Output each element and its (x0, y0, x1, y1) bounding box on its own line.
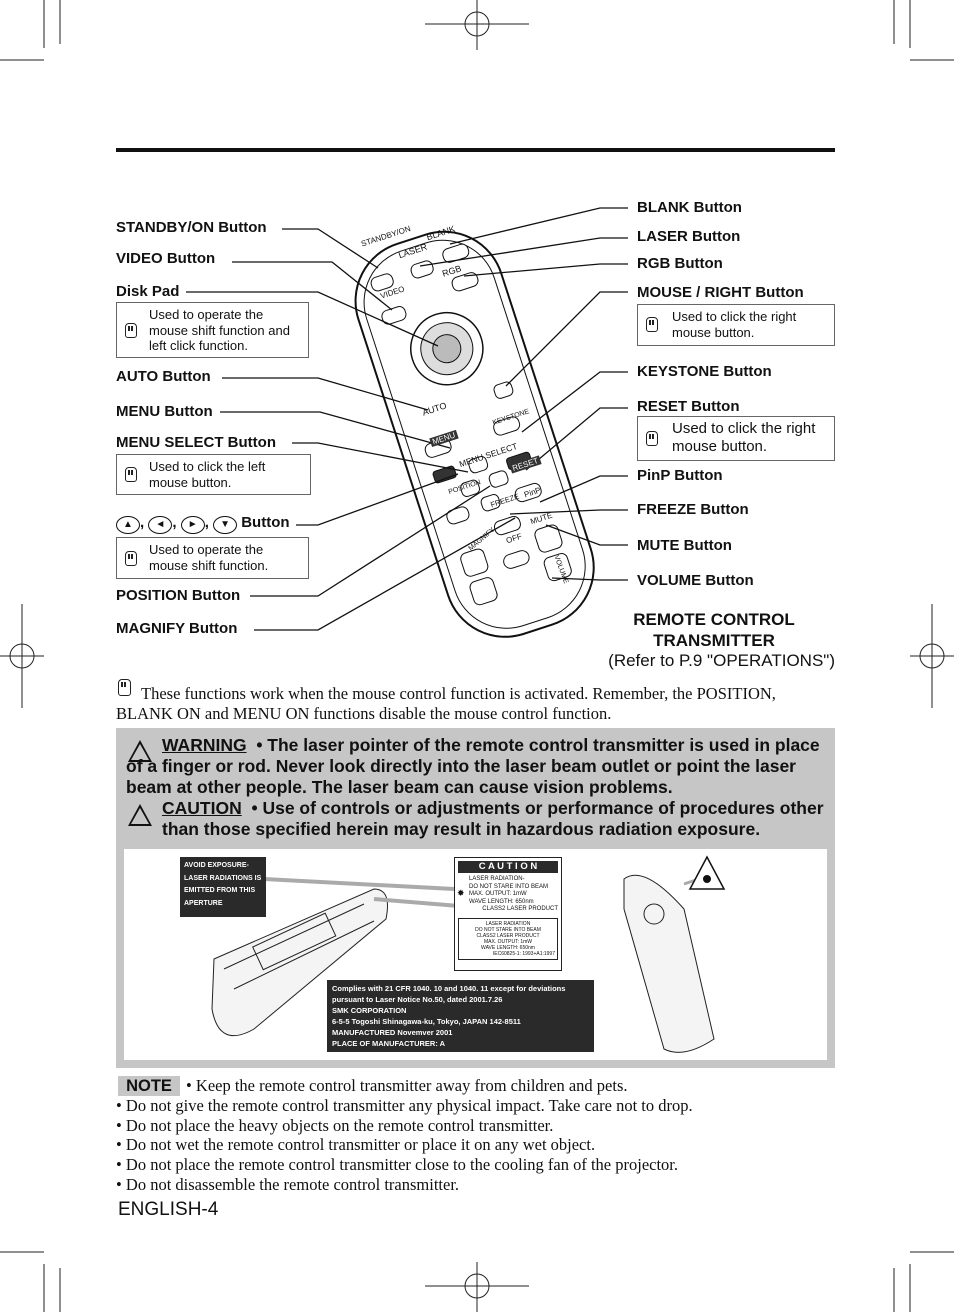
header-rule (116, 148, 835, 152)
note-item: • Keep the remote control transmitter aw… (186, 1076, 628, 1095)
remote-back-drawing (211, 855, 726, 1053)
caution-sticker-lines: ✸ LASER RADIATION- DO NOT STARE INTO BEA… (455, 876, 561, 914)
mouse-right-note: Used to click the right mouse button. (637, 304, 835, 346)
sticker-line: MAX. OUTPUT: 1mW (469, 891, 527, 897)
label-position-button: POSITION Button (116, 587, 241, 604)
remote-illustration (186, 207, 628, 638)
mouse-icon (125, 467, 137, 482)
label-menu-button: MENU Button (116, 403, 213, 420)
compliance-line: SMK CORPORATION (332, 1006, 407, 1015)
aperture-warning-label: AVOID EXPOSURE- LASER RADIATIONS IS EMIT… (180, 857, 266, 917)
label-mute-button: MUTE Button (637, 537, 732, 554)
label-illustration-panel: AVOID EXPOSURE- LASER RADIATIONS IS EMIT… (124, 849, 827, 1060)
compliance-line: pursuant to Laser Notice No.50, dated 20… (332, 995, 503, 1004)
sticker-line: CLASS2 LASER PRODUCT (482, 906, 558, 912)
arrow-down-icon: ▼ (213, 516, 238, 534)
mouse-icon (125, 551, 137, 566)
compliance-line: Complies with 21 CFR 1040. 10 and 1040. … (332, 984, 566, 993)
label-volume-button: VOLUME Button (637, 572, 754, 589)
arrow-buttons-text: Button (241, 514, 290, 531)
label-disk-pad: Disk Pad (116, 283, 180, 300)
caution-title: CAUTION (162, 798, 242, 818)
label-blank-button: BLANK Button (637, 199, 742, 216)
arrow-right-icon: ► (180, 516, 205, 534)
note-item: • Do not place the heavy objects on the … (116, 1116, 554, 1135)
disk-pad-note: Used to operate the mouse shift function… (116, 302, 309, 358)
reset-note: Used to click the right mouse button. (637, 416, 835, 461)
warning-text: WARNING • The laser pointer of the remot… (126, 735, 826, 798)
caution-sticker-inner: LASER RADIATION DO NOT STARE INTO BEAM C… (458, 917, 558, 960)
mouse-icon (646, 431, 658, 446)
label-mouse-right-button: MOUSE / RIGHT Button (637, 284, 804, 301)
mouse-icon (646, 317, 658, 332)
aperture-line: AVOID EXPOSURE- (184, 862, 249, 869)
mouse-icon (118, 679, 131, 696)
compliance-line: PLACE OF MANUFACTURER: A (332, 1039, 446, 1048)
note-tag: NOTE (118, 1076, 180, 1096)
compliance-line: MANUFACTURED Novemver 2001 (332, 1028, 453, 1037)
caption-reference: (Refer to P.9 "OPERATIONS") (608, 651, 835, 670)
aperture-line: EMITTED FROM THIS (184, 887, 256, 894)
label-video-button: VIDEO Button (116, 250, 216, 267)
note-item: • Do not disassemble the remote control … (116, 1175, 460, 1194)
page-footer: ENGLISH-4 (118, 1199, 219, 1220)
compliance-label: Complies with 21 CFR 1040. 10 and 1040. … (327, 980, 594, 1052)
note-item: • Do not wet the remote control transmit… (116, 1135, 596, 1154)
caution-triangle-icon: ! (128, 804, 152, 826)
label-menu-select-button: MENU SELECT Button (116, 434, 276, 451)
caption-line1: REMOTE CONTROL (633, 610, 795, 629)
mouse-icon (125, 323, 137, 338)
label-magnify-button: MAGNIFY Button (116, 620, 238, 637)
sticker-inner-line: DO NOT STARE INTO BEAM (475, 926, 541, 933)
caution-text: CAUTION • Use of controls or adjustments… (162, 798, 832, 840)
label-reset-button: RESET Button (637, 398, 740, 415)
label-standby-button: STANDBY/ON Button (116, 219, 267, 236)
laser-starburst-icon: ✸ (457, 888, 465, 898)
caption-line2: TRANSMITTER (653, 631, 775, 650)
caution-sticker-title: C A U T I O N (458, 861, 558, 873)
label-pinp-button: PinP Button (637, 467, 723, 484)
menu-select-note: Used to click the left mouse button. (116, 454, 311, 495)
sticker-inner-line: WAVE LENGTH: 650nm (481, 944, 535, 951)
label-laser-button: LASER Button (637, 228, 741, 245)
warning-title: WARNING (162, 735, 247, 755)
arrows-note: Used to operate the mouse shift function… (116, 537, 309, 579)
sticker-line: WAVE LENGTH: 650nm (469, 898, 534, 905)
sticker-inner-line: CLASS2 LASER PRODUCT (476, 932, 540, 939)
label-arrow-buttons: ▲, ◄, ►, ▼ Button (116, 514, 290, 534)
sticker-inner-line: IEC60825-1: 1993+A1:1997 (492, 950, 555, 957)
sticker-line: LASER RADIATION- (469, 876, 525, 882)
mouse-function-note: These functions work when the mouse cont… (116, 684, 776, 723)
caution-sticker: C A U T I O N ✸ LASER RADIATION- DO NOT … (454, 857, 562, 971)
caution-body: • Use of controls or adjustments or perf… (162, 798, 824, 839)
note-item: • Do not give the remote control transmi… (116, 1096, 693, 1115)
sticker-inner-line: MAX. OUTPUT: 1mW (483, 938, 533, 945)
arrow-up-icon: ▲ (116, 516, 140, 534)
label-keystone-button: KEYSTONE Button (637, 363, 772, 380)
warning-triangle-icon: ! (128, 740, 152, 762)
warning-body: • The laser pointer of the remote contro… (126, 735, 820, 797)
sticker-line: DO NOT STARE INTO BEAM (469, 883, 549, 890)
sticker-inner-line: LASER RADIATION (485, 920, 531, 927)
figure-caption: REMOTE CONTROL TRANSMITTER (594, 609, 834, 651)
note-item: • Do not place the remote control transm… (116, 1155, 679, 1174)
label-freeze-button: FREEZE Button (637, 501, 749, 518)
label-rgb-button: RGB Button (637, 255, 723, 272)
aperture-line: APERTURE (184, 899, 223, 907)
label-auto-button: AUTO Button (116, 368, 211, 385)
warning-box: ! WARNING • The laser pointer of the rem… (116, 728, 835, 1068)
aperture-line: LASER RADIATIONS IS (184, 874, 262, 882)
arrow-left-icon: ◄ (148, 516, 173, 534)
compliance-line: 6-5-5 Togoshi Shinagawa-ku, Tokyo, JAPAN… (332, 1017, 521, 1026)
